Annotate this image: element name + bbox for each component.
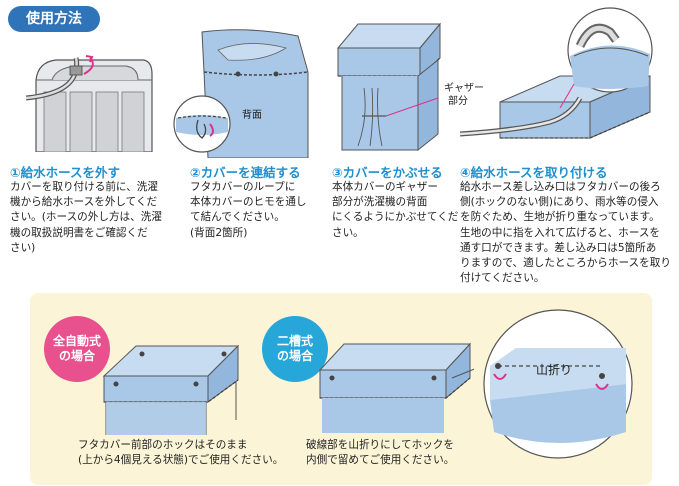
auto-note-line: フタカバー前部のホックはそのまま bbox=[78, 438, 283, 453]
step3-line: にくるようにかぶせてくだ bbox=[332, 210, 466, 225]
step2-body: フタカバーのループに 本体カバーのヒモを通し て結んでください。 (背面2箇所) bbox=[190, 180, 330, 241]
step3-heading: ③カバーをかぶせる bbox=[332, 162, 443, 181]
step4-heading: ④給水ホースを取り付ける bbox=[460, 162, 607, 181]
cover-connection-illustration bbox=[168, 28, 318, 158]
step3-line: 部分が洗濯機の背面 bbox=[332, 195, 466, 210]
fold-label: 山折り bbox=[536, 361, 572, 378]
step4-line: 通す口ができます。差し込み口は5箇所あ bbox=[460, 241, 676, 256]
twin-badge-line2: の場合 bbox=[277, 349, 313, 364]
page-title: 使用方法 bbox=[8, 6, 100, 32]
auto-washer-cover-illustration bbox=[96, 340, 246, 435]
step2-line: (背面2箇所) bbox=[190, 226, 330, 241]
step1-line: 機から給水ホースを外してくだ bbox=[10, 195, 180, 210]
step1-body: カバーを取り付ける前に、洗濯 機から給水ホースを外してくだ さい。(ホースの外し… bbox=[10, 180, 180, 256]
fold-detail-illustration bbox=[476, 304, 646, 464]
step4-body: 給水ホース差し込み口はフタカバーの後ろ 側(ホックのない側)にあり、雨水等の侵入… bbox=[460, 180, 676, 286]
step2-line: て結んでください。 bbox=[190, 210, 330, 225]
auto-badge-line1: 全自動式 bbox=[53, 334, 101, 349]
back-label: 背面 bbox=[242, 106, 262, 121]
step1-line: カバーを取り付ける前に、洗濯 bbox=[10, 180, 180, 195]
auto-note-line: (上から4個見える状態)でご使用ください。 bbox=[78, 453, 283, 468]
step2-heading: ②カバーを連結する bbox=[190, 162, 301, 181]
step4-line: を防ぐため、生地が折り重なっています。 bbox=[460, 210, 676, 225]
step4-line: 側(ホックのない側)にあり、雨水等の侵入 bbox=[460, 195, 676, 210]
step3-line: 本体カバーのギャザー bbox=[332, 180, 466, 195]
twin-note-line: 内側で留めてご使用ください。 bbox=[306, 453, 454, 468]
step1-line: さい) bbox=[10, 241, 180, 256]
auto-washer-note: フタカバー前部のホックはそのまま (上から4個見える状態)でご使用ください。 bbox=[78, 438, 283, 468]
step4-line: 付けてください。 bbox=[460, 271, 676, 286]
step1-line: 機の取扱説明書をご確認くだ bbox=[10, 226, 180, 241]
twin-badge-line1: 二槽式 bbox=[277, 334, 313, 349]
step1-heading: ①給水ホースを外す bbox=[10, 162, 120, 181]
twin-tub-note: 破線部を山折りにしてホックを 内側で留めてご使用ください。 bbox=[306, 438, 454, 468]
step1-line: さい。(ホースの外し方は、洗濯 bbox=[10, 210, 180, 225]
twin-tub-cover-illustration bbox=[314, 338, 474, 433]
step4-line: 生地の中に指を入れて広げると、ホースを bbox=[460, 226, 676, 241]
hose-attach-illustration bbox=[460, 6, 678, 158]
step2-line: 本体カバーのヒモを通し bbox=[190, 195, 330, 210]
step4-line: りますので、適したところからホースを取り bbox=[460, 256, 676, 271]
step4-line: 給水ホース差し込み口はフタカバーの後ろ bbox=[460, 180, 676, 195]
twin-note-line: 破線部を山折りにしてホックを bbox=[306, 438, 454, 453]
step3-body: 本体カバーのギャザー 部分が洗濯機の背面 にくるようにかぶせてくだ さい。 bbox=[332, 180, 466, 241]
cover-on-washer-illustration bbox=[328, 18, 448, 158]
washer-hose-illustration bbox=[26, 40, 156, 152]
step3-line: さい。 bbox=[332, 226, 466, 241]
step2-line: フタカバーのループに bbox=[190, 180, 330, 195]
auto-badge-line2: の場合 bbox=[53, 349, 101, 364]
